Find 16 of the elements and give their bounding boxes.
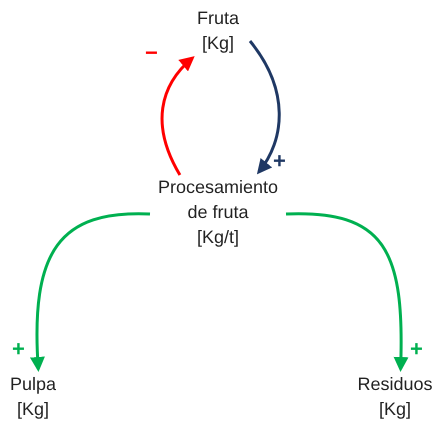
- arrow: [248, 40, 281, 174]
- unit-label: [Kg]: [202, 32, 234, 55]
- variable-name: Procesamiento de fruta: [156, 176, 280, 224]
- polarity-sign: +: [12, 338, 25, 360]
- polarity-sign: +: [410, 338, 423, 360]
- unit-label: [Kg]: [378, 398, 412, 421]
- arrow: [160, 56, 195, 176]
- polarity-sign: +: [273, 150, 286, 172]
- polarity-sign: −: [145, 42, 158, 64]
- unit-label: [Kg/t]: [196, 226, 240, 249]
- variable-name: Fruta: [196, 7, 239, 30]
- arrow: [30, 212, 150, 372]
- variable-name: Pulpa: [10, 373, 56, 396]
- variable-name: Residuos: [357, 373, 433, 396]
- arrow: [286, 212, 408, 372]
- unit-label: [Kg]: [16, 398, 50, 421]
